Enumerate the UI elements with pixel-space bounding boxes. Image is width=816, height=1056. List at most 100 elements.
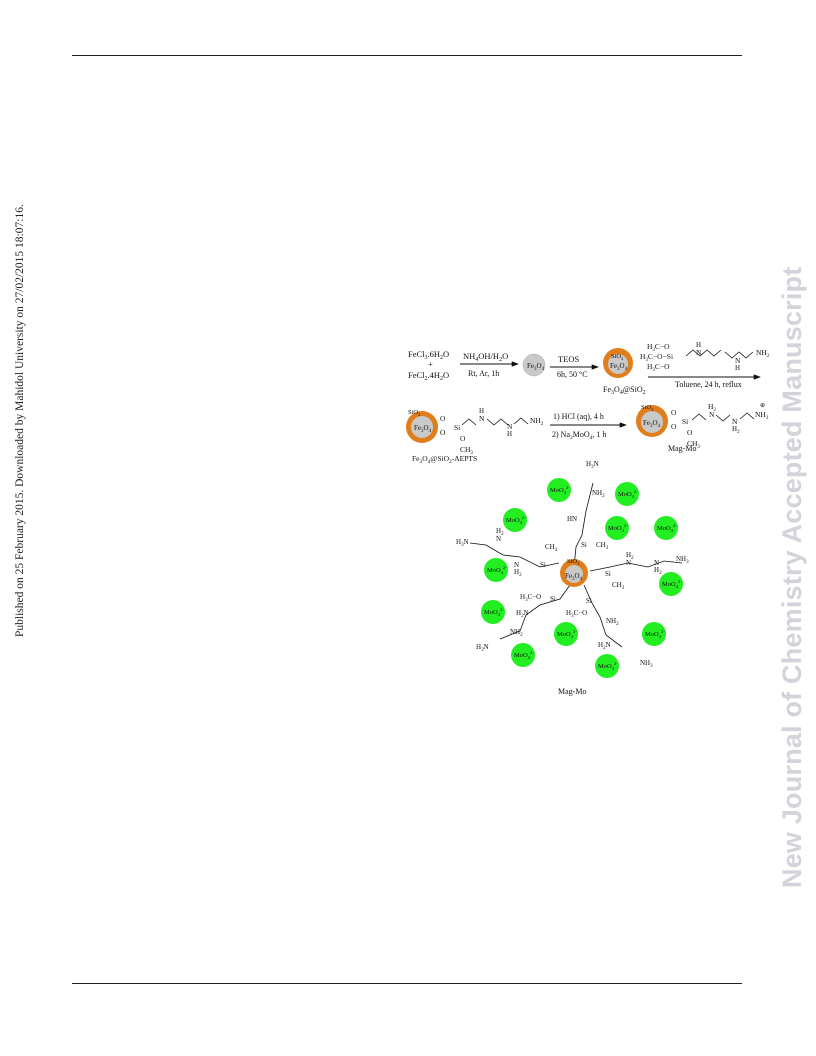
svg-text:Si: Si — [682, 417, 688, 426]
molybdate-ion: MoO42− — [481, 600, 505, 624]
svg-text:H3N: H3N — [456, 538, 469, 548]
svg-text:N: N — [735, 356, 741, 365]
molybdate-ion: MoO42− — [595, 654, 619, 678]
header-rule — [72, 55, 742, 56]
svg-text:CH3: CH3 — [460, 445, 473, 456]
publication-note: Published on 25 February 2015. Downloade… — [14, 204, 26, 637]
svg-text:H2: H2 — [626, 551, 634, 561]
svg-text:Si: Si — [550, 595, 556, 603]
svg-text:H: H — [507, 430, 512, 438]
svg-text:NH2: NH2 — [592, 489, 605, 499]
svg-text:H2: H2 — [514, 568, 522, 578]
svg-text:N: N — [507, 422, 513, 431]
aepts-label: Fe3O4@SiO2-AEPTS — [412, 454, 477, 465]
svg-text:H2: H2 — [654, 566, 662, 576]
svg-text:Si: Si — [454, 423, 460, 432]
reactant-1: FeCl3.6H2O — [408, 349, 449, 361]
mag-mo-product: SiO2 Fe3O4 O O Si O CH3 H2 N N H2 NH3 ⊕ … — [636, 402, 769, 453]
svg-text:MoO42−: MoO42− — [598, 661, 619, 671]
plus-sign: + — [428, 359, 433, 369]
svg-text:Fe3O4: Fe3O4 — [643, 419, 661, 429]
step-2-reagent: TEOS — [558, 354, 580, 364]
svg-text:O: O — [440, 414, 446, 423]
step-4-arrow: 1) HCl (aq), 4 h 2) Na2MoO4, 1 h — [550, 412, 627, 441]
molybdate-ion: MoO42− — [511, 643, 535, 667]
svg-text:MoO42−: MoO42− — [657, 523, 678, 533]
svg-text:H: H — [696, 341, 701, 349]
svg-text:NH2: NH2 — [510, 628, 523, 638]
fe3o4-sio2-aepts: SiO2 Fe3O4 O O Si O CH3 H N N H NH2 Fe3O… — [406, 407, 544, 465]
svg-text:H2: H2 — [708, 402, 716, 413]
svg-text:MoO42−: MoO42− — [645, 629, 666, 639]
svg-text:FeCl2.4H2O: FeCl2.4H2O — [408, 370, 449, 382]
svg-text:MoO42−: MoO42− — [514, 650, 535, 660]
svg-text:O: O — [671, 422, 677, 431]
svg-text:H: H — [479, 407, 484, 415]
svg-text:⊕: ⊕ — [760, 403, 765, 409]
step-1-conditions: Rt, Ar, 1h — [468, 369, 499, 378]
svg-text:NH3: NH3 — [640, 659, 653, 669]
molybdate-ion: MoO42− — [654, 516, 678, 540]
svg-text:H2N: H2N — [516, 609, 529, 619]
svg-text:N: N — [654, 559, 659, 567]
svg-text:N: N — [496, 535, 501, 543]
svg-text:CH3: CH3 — [687, 439, 700, 450]
svg-text:CH3: CH3 — [596, 541, 609, 551]
svg-text:H3C−O−Si: H3C−O−Si — [640, 352, 673, 363]
svg-text:Si: Si — [540, 561, 546, 569]
svg-text:Si: Si — [586, 597, 592, 605]
step-2-arrow: TEOS 6h, 50 °C — [550, 354, 599, 379]
step-1-arrow: NH4OH/H2O Rt, Ar, 1h — [460, 351, 519, 378]
svg-text:Fe3O4: Fe3O4 — [414, 424, 432, 434]
svg-text:N: N — [696, 348, 702, 357]
molybdate-ion: MoO42− — [503, 508, 527, 532]
svg-text:O: O — [687, 428, 693, 437]
synthesis-scheme-figure: FeCl3.6H2O + FeCl2.4H2O NH4OH/H2O Rt, Ar… — [400, 335, 790, 705]
svg-text:H: H — [735, 364, 740, 372]
molybdate-ion: MoO42− — [547, 478, 571, 502]
svg-text:O: O — [671, 408, 677, 417]
reactant-2: FeCl2.4H2O — [408, 370, 449, 382]
svg-text:NH4OH/H2O: NH4OH/H2O — [463, 351, 508, 363]
step-3-arrow: Toluene, 24 h, reflux — [648, 374, 761, 389]
svg-text:MoO42−: MoO42− — [506, 515, 527, 525]
step-4-acid: 1) HCl (aq), 4 h — [553, 412, 604, 421]
fe3o4-sio2-particle: SiO2 Fe3O4 Fe3O4@SiO2 — [603, 348, 646, 396]
molybdate-ion: MoO42− — [659, 572, 683, 596]
svg-text:Fe3O4: Fe3O4 — [527, 362, 545, 372]
svg-text:MoO42−: MoO42− — [662, 579, 683, 589]
fe3o4-particle: Fe3O4 — [522, 353, 546, 377]
step-3-conditions: Toluene, 24 h, reflux — [675, 380, 742, 389]
svg-text:H2N: H2N — [598, 641, 611, 651]
svg-text:NH2: NH2 — [606, 617, 619, 627]
svg-text:NH2: NH2 — [756, 348, 770, 359]
svg-text:Fe3O4: Fe3O4 — [610, 362, 628, 372]
svg-text:NH3: NH3 — [755, 410, 769, 421]
svg-text:CH3: CH3 — [612, 581, 625, 591]
svg-text:H3N: H3N — [476, 643, 489, 653]
molybdate-ion: MoO42− — [484, 558, 508, 582]
svg-text:N: N — [709, 410, 715, 419]
aepts-silane: H3C−O H3C−O−Si H3C−O H N N H NH2 — [640, 341, 770, 373]
svg-text:Si: Si — [581, 541, 587, 549]
svg-text:H3N: H3N — [586, 460, 599, 470]
svg-text:H3C−O: H3C−O — [647, 362, 670, 373]
svg-text:SiO2: SiO2 — [611, 353, 623, 361]
svg-text:SiO2: SiO2 — [641, 404, 653, 412]
molybdate-ion: MoO42− — [615, 482, 639, 506]
svg-text:MoO42−: MoO42− — [557, 629, 578, 639]
svg-text:NH2: NH2 — [530, 416, 544, 427]
svg-text:O: O — [460, 434, 466, 443]
svg-text:MoO42−: MoO42− — [550, 485, 571, 495]
svg-text:6h, 50 °C: 6h, 50 °C — [557, 370, 588, 379]
svg-text:H3C−O: H3C−O — [647, 342, 670, 353]
cluster-caption: Mag-Mo — [558, 687, 586, 696]
svg-text:H3C−O: H3C−O — [566, 609, 587, 619]
svg-text:FeCl3.6H2O: FeCl3.6H2O — [408, 349, 449, 361]
product-label: Mag-Mo — [668, 444, 696, 453]
svg-text:MoO42−: MoO42− — [608, 523, 629, 533]
molybdate-ion: MoO42− — [605, 516, 629, 540]
cluster-shell-label: SiO2 — [567, 558, 579, 566]
svg-text:N: N — [732, 417, 738, 426]
svg-text:N: N — [626, 559, 631, 567]
